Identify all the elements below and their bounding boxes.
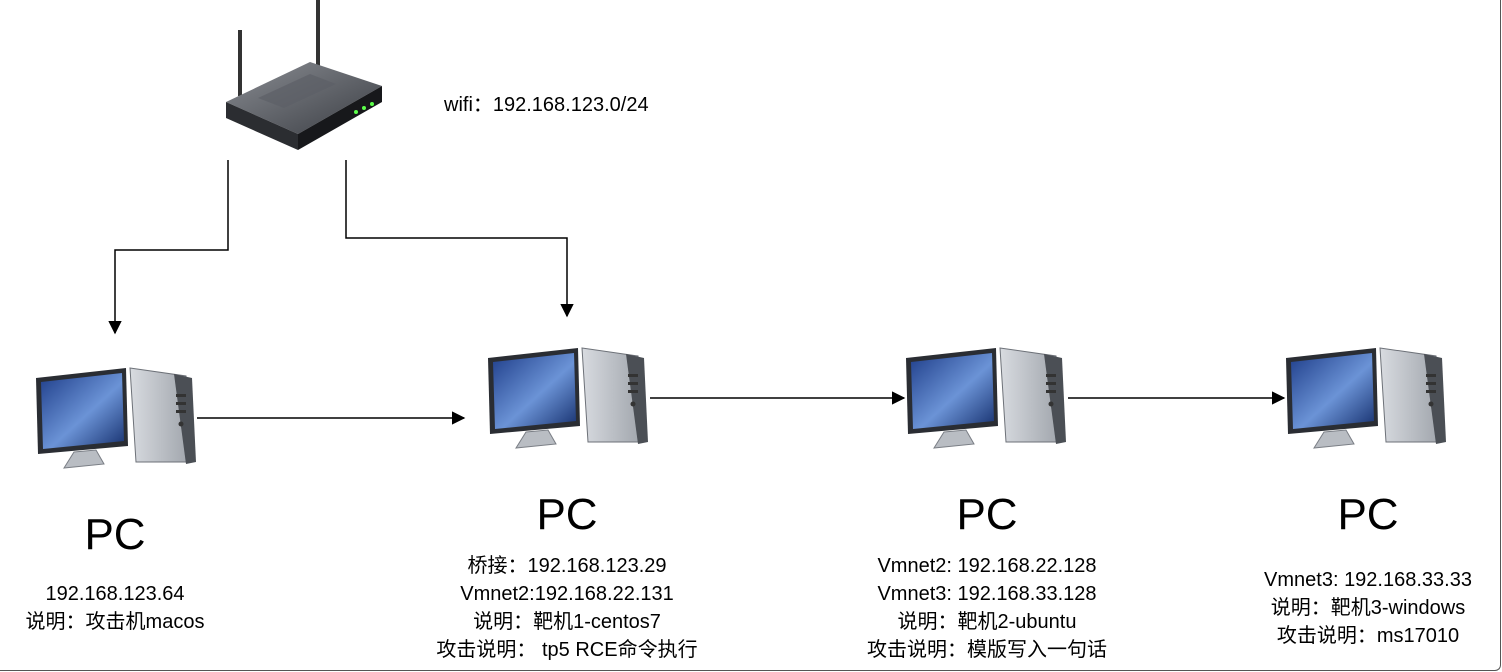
node-info-target1: 桥接：192.168.123.29 Vmnet2:192.168.22.131 … [436, 552, 697, 664]
node-info-attacker: 192.168.123.64 说明：攻击机macos [26, 580, 205, 636]
node-vmnet2-ip: Vmnet2: 192.168.22.128 [877, 555, 1097, 577]
node-vmnet3-ip: Vmnet3: 192.168.33.33 [1264, 569, 1472, 591]
desktop-pc-icon [486, 344, 650, 450]
node-description: 说明：靶机2-ubuntu [897, 611, 1077, 633]
node-vmnet3-ip: Vmnet3: 192.168.33.128 [877, 583, 1097, 605]
node-description: 说明：靶机1-centos7 [473, 611, 661, 633]
wifi-router-icon [226, 0, 382, 150]
node-title-attacker: PC [84, 510, 146, 559]
edge-router-attacker [108, 160, 229, 335]
node-info-target2: Vmnet2: 192.168.22.128 Vmnet3: 192.168.3… [867, 552, 1107, 664]
node-description: 说明：攻击机macos [25, 611, 205, 633]
desktop-pc-icon [904, 344, 1068, 450]
edge-router-target1 [345, 160, 574, 318]
node-title-target1: PC [536, 490, 598, 539]
node-attack-description: 攻击说明：模版写入一句话 [867, 639, 1107, 661]
node-title-target3: PC [1337, 490, 1399, 539]
node-ip: 192.168.123.64 [45, 583, 185, 605]
node-description: 说明：靶机3-windows [1270, 597, 1466, 619]
node-vmnet2-ip: Vmnet2:192.168.22.131 [460, 583, 674, 605]
node-bridge-ip: 桥接：192.168.123.29 [467, 555, 667, 577]
node-attack-description: 攻击说明：ms17010 [1276, 625, 1460, 647]
desktop-pc-icon [1284, 344, 1448, 450]
wifi-subnet-label: wifi：192.168.123.0/24 [444, 94, 649, 116]
desktop-pc-icon [34, 364, 198, 470]
node-attack-description: 攻击说明： tp5 RCE命令执行 [436, 639, 698, 661]
node-title-target2: PC [956, 490, 1018, 539]
node-info-target3: Vmnet3: 192.168.33.33 说明：靶机3-windows 攻击说… [1264, 566, 1472, 650]
